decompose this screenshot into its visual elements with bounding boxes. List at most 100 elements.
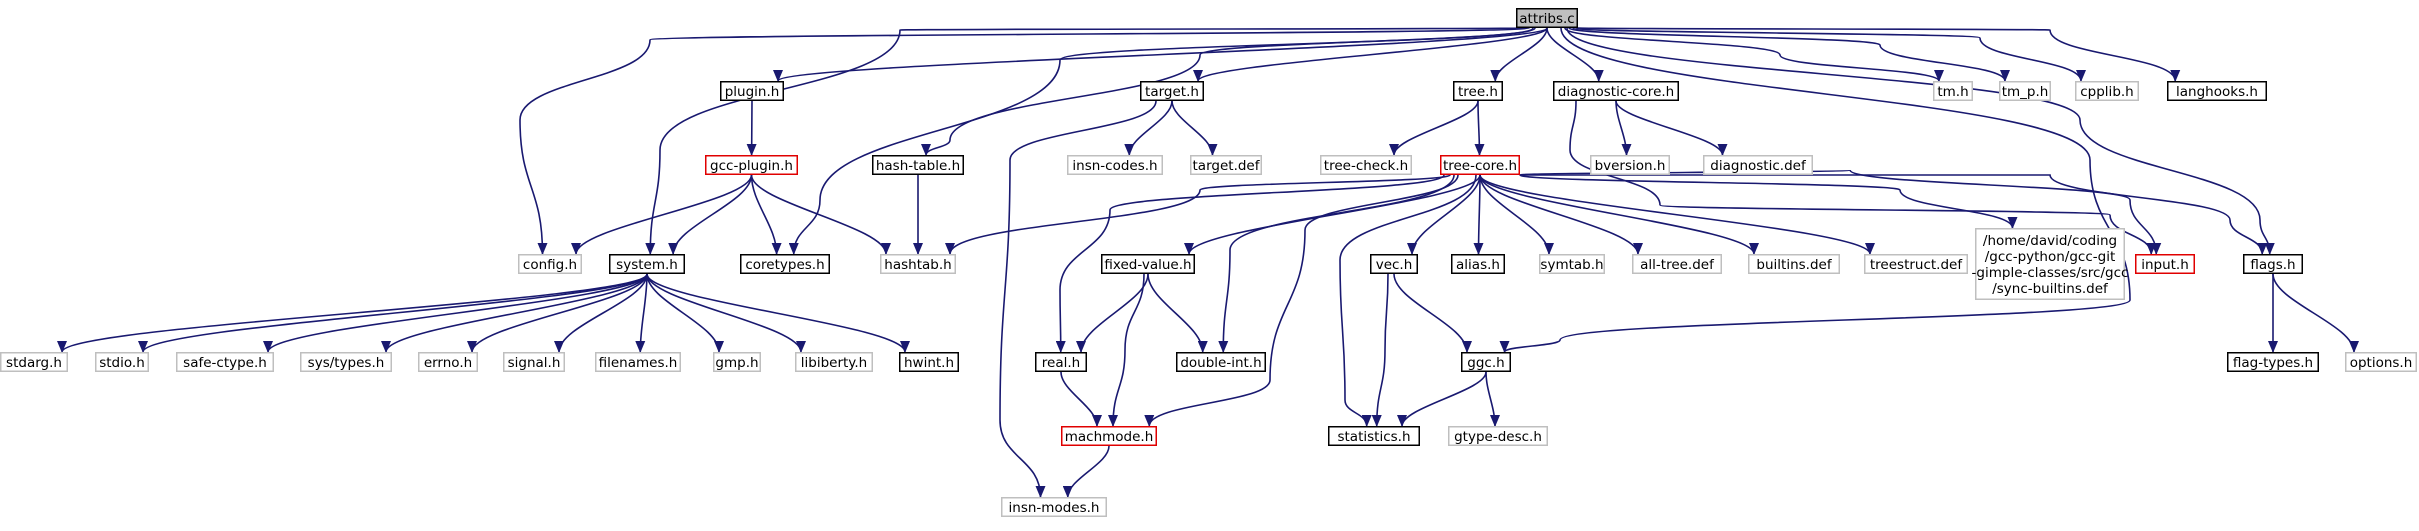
node-box — [2243, 254, 2303, 274]
node-label: bversion.h — [1595, 158, 1666, 174]
edge-tree-h-to-tree-core-h — [1474, 100, 1485, 156]
node-label: fixed-value.h — [1104, 257, 1191, 273]
node-label: input.h — [2141, 257, 2189, 273]
node-box — [1748, 254, 1840, 274]
edge-tree-core-h-to-statistics-h — [1339, 174, 1477, 427]
node-label: stdio.h — [99, 355, 145, 371]
node-alias-h[interactable]: alias.h — [1451, 254, 1505, 274]
edge-fixed-value-h-to-double-int-h — [1147, 273, 1208, 353]
node-system-h[interactable]: system.h — [609, 254, 685, 274]
node-label: tree.h — [1458, 84, 1498, 100]
edge-ggc-h-to-gtype-desc-h — [1485, 371, 1500, 427]
node-box — [1035, 352, 1087, 372]
node-box — [1370, 254, 1418, 274]
node-tree-h[interactable]: tree.h — [1453, 81, 1503, 101]
node-sys-types-h: sys/types.h — [300, 352, 392, 372]
edge-attribs-c-to-plugin-h — [773, 27, 1548, 82]
node-label: config.h — [523, 257, 577, 273]
node-insn-codes-h: insn-codes.h — [1067, 155, 1163, 175]
node-box — [1190, 155, 1262, 175]
node-box — [1101, 254, 1195, 274]
edge-gcc-plugin-h-to-config-h — [571, 174, 753, 255]
node-label: insn-codes.h — [1072, 158, 1157, 174]
node-options-h: options.h — [2345, 352, 2417, 372]
edge-attribs-c-to-target-h — [1193, 27, 1548, 82]
node-target-h[interactable]: target.h — [1140, 81, 1204, 101]
edge-diagnostic-core-h-to-bversion-h — [1615, 100, 1632, 156]
edge-ggc-h-to-statistics-h — [1397, 371, 1487, 427]
node-tree-core-h[interactable]: tree-core.h — [1440, 155, 1520, 175]
node-statistics-h[interactable]: statistics.h — [1328, 426, 1420, 446]
node-config-h: config.h — [518, 254, 582, 274]
node-gcc-plugin-h[interactable]: gcc-plugin.h — [705, 155, 798, 175]
node-double-int-h[interactable]: double-int.h — [1176, 352, 1266, 372]
node-box — [713, 352, 761, 372]
edge-tree-core-h-to-symtab-h — [1479, 174, 1554, 255]
node-label: flag-types.h — [2233, 355, 2313, 371]
node-label: /sync-builtins.def — [1992, 281, 2109, 297]
edge-attribs-c-to-flags-h — [1566, 27, 2275, 255]
node-label: ggc.h — [1467, 355, 1504, 371]
edge-tree-core-h-to-flags-h — [1520, 174, 2268, 255]
edge-flags-h-to-options-h — [2272, 273, 2359, 353]
node-box — [1703, 155, 1813, 175]
edge-target-h-to-insn-codes-h — [1124, 100, 1173, 156]
node-flags-h[interactable]: flags.h — [2243, 254, 2303, 274]
edge-attribs-c-to-ggc-h — [1499, 27, 2131, 353]
edge-machmode-h-to-insn-modes-h — [1062, 445, 1110, 498]
node-label: target.h — [1145, 84, 1199, 100]
node-diagnostic-def: diagnostic.def — [1703, 155, 1813, 175]
node-hash-table-h[interactable]: hash-table.h — [872, 155, 964, 175]
node-all-tree-def: all-tree.def — [1632, 254, 1722, 274]
node-label: builtins.def — [1756, 257, 1832, 273]
node-plugin-h[interactable]: plugin.h — [720, 81, 784, 101]
node-flag-types-h[interactable]: flag-types.h — [2227, 352, 2319, 372]
node-box — [2075, 81, 2139, 101]
node-label: filenames.h — [599, 355, 678, 371]
node-sync-builtins-def: /home/david/coding/gcc-python/gcc-git-gi… — [1972, 228, 2128, 300]
edge-system-h-to-libiberty-h — [646, 273, 806, 353]
node-coretypes-h[interactable]: coretypes.h — [740, 254, 830, 274]
node-box — [2167, 81, 2267, 101]
node-input-h[interactable]: input.h — [2135, 254, 2195, 274]
node-stdarg-h: stdarg.h — [0, 352, 68, 372]
node-errno-h: errno.h — [418, 352, 478, 372]
node-label: tree-check.h — [1324, 158, 1408, 174]
node-label: real.h — [1042, 355, 1080, 371]
node-diagnostic-core-h[interactable]: diagnostic-core.h — [1553, 81, 1679, 101]
node-tm-p-h: tm_p.h — [1999, 81, 2051, 101]
node-real-h[interactable]: real.h — [1035, 352, 1087, 372]
edge-fixed-value-h-to-machmode-h — [1108, 273, 1145, 427]
node-label: machmode.h — [1065, 429, 1154, 445]
node-filenames-h: filenames.h — [595, 352, 681, 372]
node-label: tm_p.h — [2002, 84, 2049, 100]
node-box — [2135, 254, 2195, 274]
node-treestruct-def: treestruct.def — [1864, 254, 1968, 274]
node-attribs-c[interactable]: attribs.c — [1516, 8, 1578, 28]
edge-tree-h-to-tree-check-h — [1389, 100, 1479, 156]
node-ggc-h[interactable]: ggc.h — [1461, 352, 1511, 372]
node-hwint-h[interactable]: hwint.h — [899, 352, 959, 372]
edge-tree-core-h-to-builtins-def — [1479, 174, 1759, 255]
node-safe-ctype-h: safe-ctype.h — [176, 352, 274, 372]
node-box — [1320, 155, 1412, 175]
node-label: attribs.c — [1519, 11, 1574, 27]
node-stdio-h: stdio.h — [95, 352, 149, 372]
node-label: sys/types.h — [308, 355, 385, 371]
node-box — [518, 254, 582, 274]
node-vec-h[interactable]: vec.h — [1370, 254, 1418, 274]
node-label: system.h — [616, 257, 678, 273]
edge-tree-core-h-to-vec-h — [1407, 174, 1481, 255]
edge-attribs-c-to-tm-p-h — [1568, 27, 2010, 82]
node-hashtab-h: hashtab.h — [880, 254, 956, 274]
node-machmode-h[interactable]: machmode.h — [1061, 426, 1157, 446]
node-fixed-value-h[interactable]: fixed-value.h — [1101, 254, 1195, 274]
node-label: statistics.h — [1337, 429, 1410, 445]
node-box — [1864, 254, 1968, 274]
node-box — [872, 155, 964, 175]
node-langhooks-h[interactable]: langhooks.h — [2167, 81, 2267, 101]
node-box — [740, 254, 830, 274]
node-box — [1461, 352, 1511, 372]
node-label: symtab.h — [1540, 257, 1603, 273]
